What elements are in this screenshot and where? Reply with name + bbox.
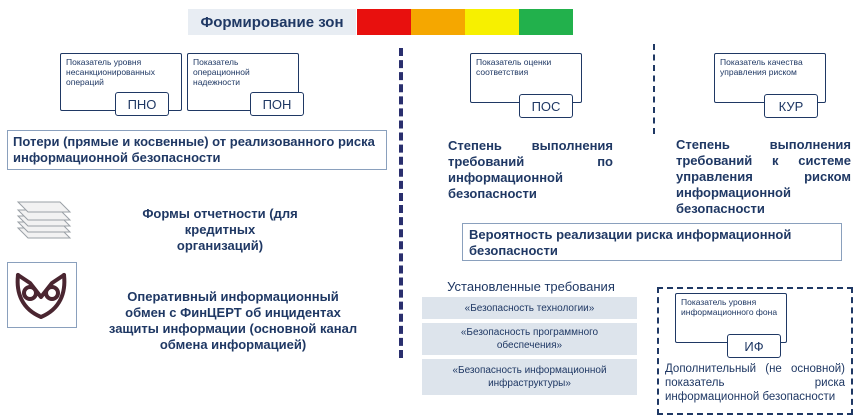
pno-code: ПНО <box>115 92 169 116</box>
losses-box: Потери (прямые и косвенные) от реализова… <box>7 130 387 170</box>
forms-text: Формы отчетности (для кредитных организа… <box>142 206 298 253</box>
pon-label: Показатель операционной надежности <box>193 57 250 87</box>
zones-title: Формирование зон <box>188 9 356 35</box>
zone-yellow-swatch <box>465 9 519 35</box>
pno-label: Показатель уровня несанкционированных оп… <box>66 57 155 87</box>
if-description: Дополнительный (не основной) показатель … <box>665 363 845 403</box>
losses-text: Потери (прямые и косвенные) от реализова… <box>13 134 375 165</box>
if-label: Показатель уровня информационного фона <box>681 297 778 317</box>
if-dashed-frame <box>657 287 853 415</box>
kur-label: Показатель качества управления риском <box>720 57 803 77</box>
zone-red-swatch <box>357 9 411 35</box>
requirement-item: «Безопасность программного обеспечения» <box>422 323 637 355</box>
probability-box: Вероятность реализации риска информацион… <box>462 223 842 261</box>
requirement-item: «Безопасность информационной инфраструкт… <box>422 359 637 395</box>
pos-label: Показатель оценки соответствия <box>476 57 552 77</box>
pos-code: ПОС <box>519 94 573 118</box>
fincert-owl-logo <box>7 262 77 328</box>
probability-text: Вероятность реализации риска информацион… <box>469 227 792 258</box>
fincert-text: Оперативный информационный обмен с ФинЦЕ… <box>108 289 358 352</box>
right-divider <box>653 44 655 134</box>
requirement-item: «Безопасность технологии» <box>422 297 637 319</box>
pos-description: Степень выполнения требований по информа… <box>448 138 613 201</box>
if-code: ИФ <box>727 334 781 358</box>
zone-green-swatch <box>519 9 573 35</box>
kur-description: Степень выполнения требований к системе … <box>676 137 851 216</box>
kur-code: КУР <box>764 94 818 118</box>
requirements-title: Установленные требования <box>447 279 615 294</box>
pon-code: ПОН <box>250 92 304 116</box>
zone-orange-swatch <box>411 9 465 35</box>
main-divider <box>399 48 403 358</box>
documents-icon <box>12 198 74 246</box>
